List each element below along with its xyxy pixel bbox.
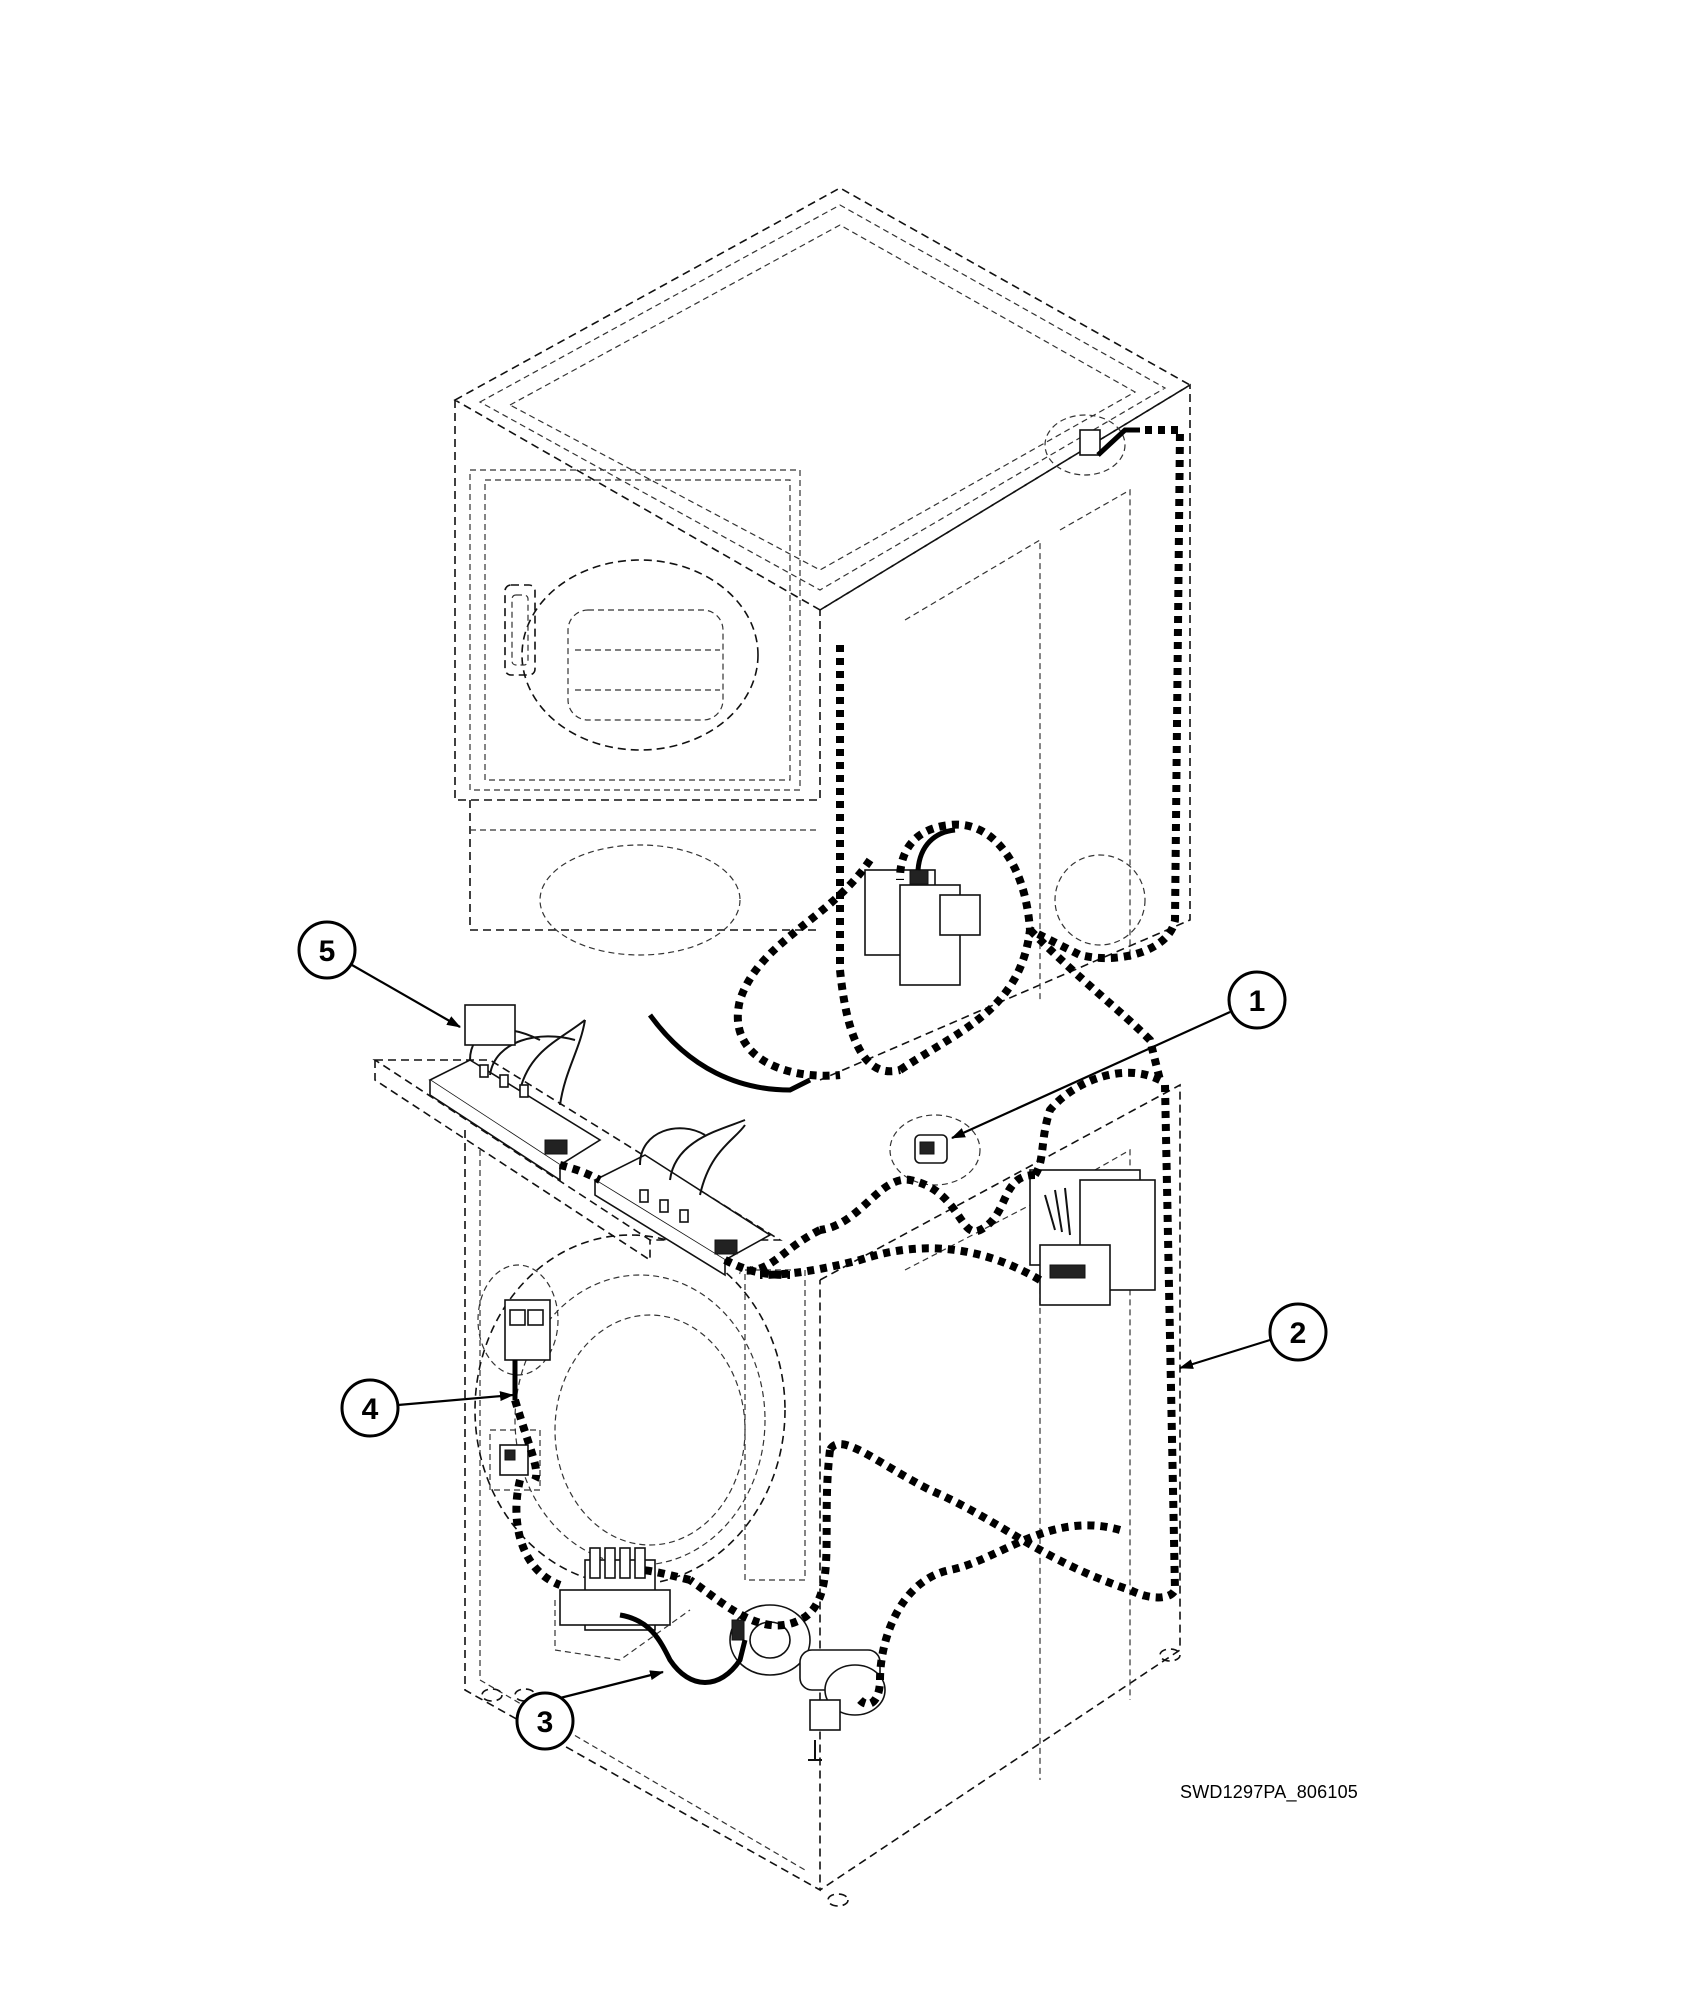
component-3-cable bbox=[619, 1612, 748, 1685]
washer-valve-assembly bbox=[1029, 1169, 1156, 1306]
callout-3-number: 3 bbox=[537, 1706, 554, 1739]
washer-drain-pump bbox=[729, 1604, 886, 1761]
drawing-reference-id: SWD1297PA_806105 bbox=[1180, 1782, 1358, 1802]
washer-front-switch bbox=[489, 1429, 541, 1491]
dryer-cabinet bbox=[453, 187, 1192, 1081]
washer-terminal-block bbox=[554, 1547, 691, 1661]
control-board-left bbox=[428, 1004, 602, 1182]
callout-5-number: 5 bbox=[319, 935, 336, 968]
component-1-connector bbox=[889, 1114, 981, 1186]
dryer-top-connector bbox=[1044, 414, 1140, 476]
callout-4: 4 bbox=[340, 1378, 514, 1438]
dryer-power-cable bbox=[647, 1013, 812, 1093]
callout-2-number: 2 bbox=[1290, 1317, 1307, 1350]
wire-harness-2 bbox=[511, 426, 1185, 1708]
callout-5: 5 bbox=[297, 920, 461, 1028]
component-4-door-lock bbox=[477, 1264, 559, 1400]
callout-4-number: 4 bbox=[362, 1393, 379, 1426]
callout-1-number: 1 bbox=[1249, 985, 1266, 1018]
control-board-right bbox=[593, 1119, 772, 1277]
dryer-relay-component bbox=[864, 827, 981, 986]
callout-1: 1 bbox=[951, 970, 1287, 1140]
callout-3: 3 bbox=[515, 1670, 664, 1751]
callout-2: 2 bbox=[1179, 1302, 1328, 1370]
